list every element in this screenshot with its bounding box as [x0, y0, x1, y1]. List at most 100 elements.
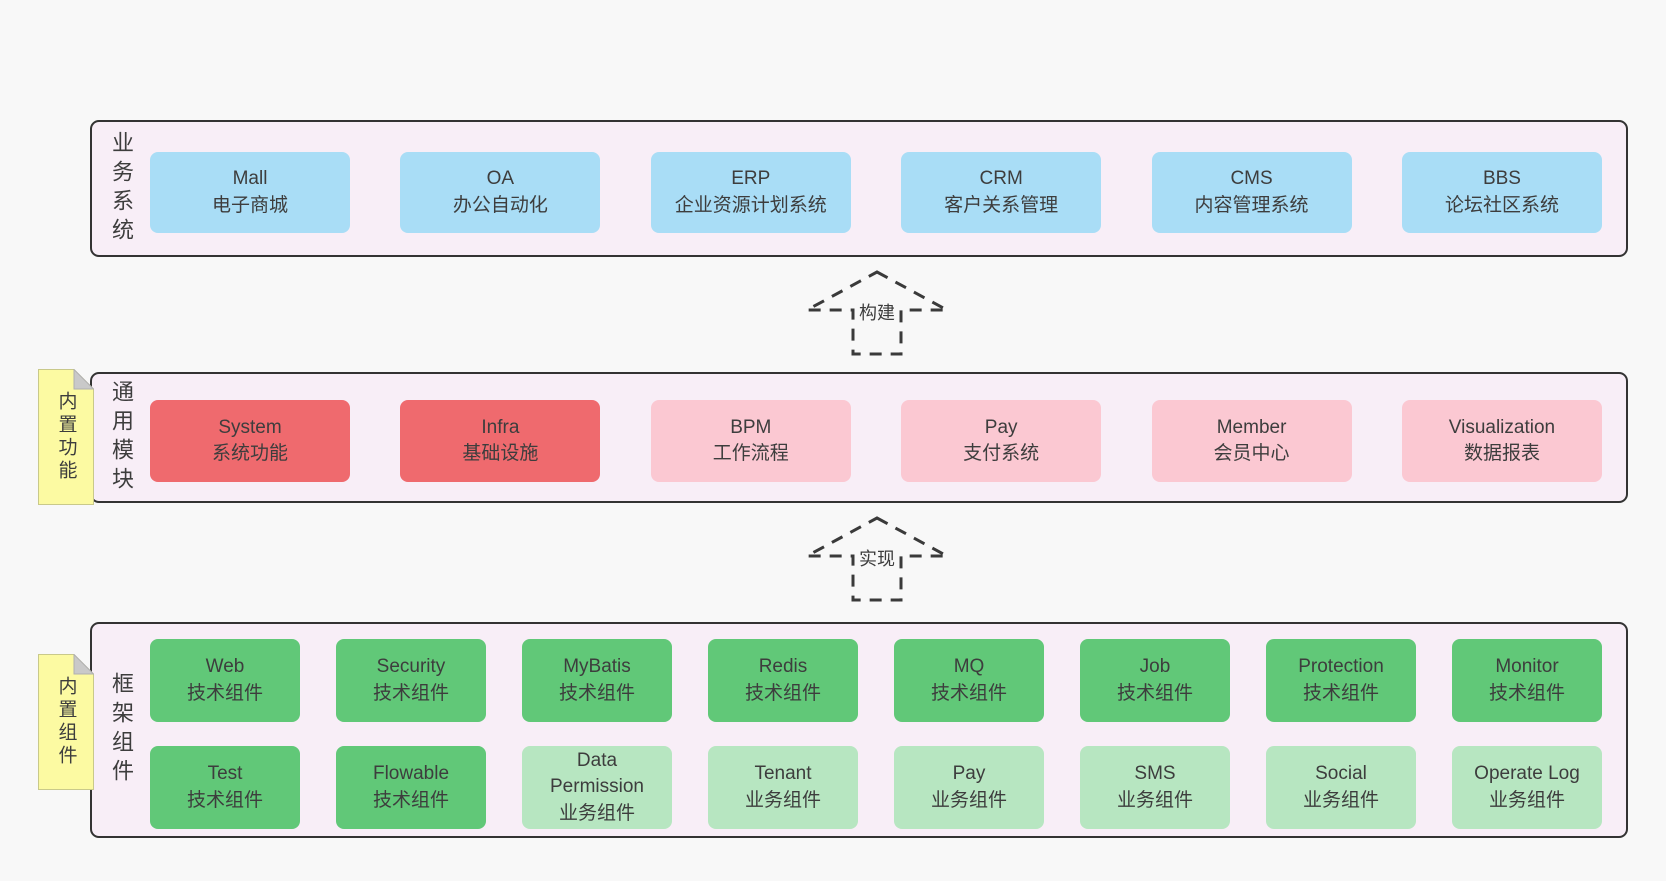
build-arrow-label: 构建: [856, 299, 898, 325]
box-cms: CMS 内容管理系统: [1151, 152, 1352, 233]
box-title: Flowable: [372, 763, 450, 785]
box-subtitle: 数据报表: [1463, 443, 1540, 464]
box-title: Monitor: [1495, 656, 1559, 678]
box-pay-module: Pay 支付系统: [901, 400, 1102, 482]
box-web: Web 技术组件: [150, 639, 300, 722]
note-built-in-components-label: 内置组件: [55, 676, 77, 768]
box-title: OA: [486, 168, 515, 190]
box-subtitle: 业务组件: [1488, 789, 1565, 811]
box-title: Pay: [984, 416, 1018, 438]
box-subtitle: 技术组件: [1302, 682, 1379, 704]
sticky-note-icon: [38, 369, 94, 505]
box-subtitle: 企业资源计划系统: [674, 194, 827, 216]
framework-components-row-2: Test 技术组件 Flowable 技术组件 Data Permission …: [150, 746, 1602, 829]
box-test: Test 技术组件: [150, 746, 300, 829]
box-title: Security: [376, 656, 446, 678]
box-title: Redis: [758, 656, 808, 678]
box-mybatis: MyBatis 技术组件: [522, 639, 672, 722]
box-visualization: Visualization 数据报表: [1401, 400, 1602, 482]
box-title: Member: [1216, 416, 1287, 438]
box-subtitle: 支付系统: [963, 443, 1040, 464]
panel-label-framework-components: 框架组件: [109, 672, 134, 788]
box-subtitle: 系统功能: [211, 443, 288, 464]
build-arrow: 构建: [802, 270, 952, 356]
panel-framework-components: 框架组件 Web 技术组件 Security 技术组件 MyBatis 技术组件…: [90, 622, 1628, 838]
box-crm: CRM 客户关系管理: [901, 152, 1102, 233]
note-built-in-components: 内置组件: [38, 654, 94, 790]
box-title: Social: [1315, 763, 1367, 785]
box-flowable: Flowable 技术组件: [336, 746, 486, 829]
box-subtitle: 业务组件: [1302, 789, 1379, 811]
box-bbs: BBS 论坛社区系统: [1401, 152, 1602, 233]
box-title: CMS: [1230, 168, 1273, 190]
box-subtitle: 技术组件: [372, 789, 449, 811]
box-subtitle: 技术组件: [930, 682, 1007, 704]
box-subtitle: 业务组件: [558, 802, 635, 824]
box-title: Visualization: [1448, 416, 1556, 438]
box-title: BPM: [730, 416, 772, 438]
box-title: ERP: [731, 168, 771, 190]
box-redis: Redis 技术组件: [708, 639, 858, 722]
note-built-in-features-label: 内置功能: [55, 391, 77, 483]
business-systems-row: Mall 电子商城 OA 办公自动化 ERP 企业资源计划系统 CRM 客户关系…: [150, 152, 1602, 233]
note-built-in-features: 内置功能: [38, 369, 94, 505]
box-subtitle: 办公自动化: [452, 194, 548, 216]
box-tenant: Tenant 业务组件: [708, 746, 858, 829]
box-title: Protection: [1298, 656, 1384, 678]
panel-label-common-modules: 通用模块: [109, 379, 134, 496]
box-title: MyBatis: [563, 656, 631, 678]
panel-common-modules: 通用模块 System 系统功能 Infra 基础设施 BPM 工作流程 Pay…: [90, 372, 1628, 503]
box-operate-log: Operate Log 业务组件: [1452, 746, 1602, 829]
box-title: CRM: [979, 168, 1023, 190]
box-subtitle: 会员中心: [1213, 443, 1290, 464]
box-infra: Infra 基础设施: [400, 400, 601, 482]
box-title: Operate Log: [1474, 763, 1580, 785]
box-title: Data Permission: [550, 750, 644, 798]
box-subtitle: 客户关系管理: [944, 194, 1059, 216]
box-subtitle: 技术组件: [744, 682, 821, 704]
panel-business-systems: 业务系统 Mall 电子商城 OA 办公自动化 ERP 企业资源计划系统 CRM…: [90, 120, 1628, 257]
implement-arrow-label: 实现: [856, 545, 898, 571]
box-subtitle: 技术组件: [1116, 682, 1193, 704]
box-title: Infra: [481, 416, 520, 438]
common-modules-row: System 系统功能 Infra 基础设施 BPM 工作流程 Pay 支付系统…: [150, 400, 1602, 482]
box-subtitle: 业务组件: [1116, 789, 1193, 811]
box-title: Test: [207, 763, 243, 785]
box-subtitle: 技术组件: [372, 682, 449, 704]
box-title: Web: [205, 656, 245, 678]
box-subtitle: 业务组件: [744, 789, 821, 811]
box-title: Pay: [952, 763, 986, 785]
box-oa: OA 办公自动化: [400, 152, 601, 233]
box-sms: SMS 业务组件: [1080, 746, 1230, 829]
box-subtitle: 技术组件: [1488, 682, 1565, 704]
box-mall: Mall 电子商城: [150, 152, 350, 233]
box-title: Mall: [232, 168, 268, 190]
box-subtitle: 基础设施: [462, 443, 539, 464]
box-title: Job: [1139, 656, 1171, 678]
box-social: Social 业务组件: [1266, 746, 1416, 829]
framework-components-row-1: Web 技术组件 Security 技术组件 MyBatis 技术组件 Redi…: [150, 639, 1602, 722]
box-subtitle: 电子商城: [211, 194, 288, 216]
box-subtitle: 技术组件: [186, 682, 263, 704]
box-title: SMS: [1134, 763, 1176, 785]
box-protection: Protection 技术组件: [1266, 639, 1416, 722]
box-pay-component: Pay 业务组件: [894, 746, 1044, 829]
box-erp: ERP 企业资源计划系统: [650, 152, 851, 233]
panel-label-business-systems: 业务系统: [109, 130, 134, 247]
box-bpm: BPM 工作流程: [650, 400, 851, 482]
box-title: System: [218, 416, 282, 438]
box-job: Job 技术组件: [1080, 639, 1230, 722]
box-subtitle: 技术组件: [558, 682, 635, 704]
box-subtitle: 业务组件: [930, 789, 1007, 811]
box-title: MQ: [953, 656, 985, 678]
implement-arrow: 实现: [802, 516, 952, 602]
box-subtitle: 内容管理系统: [1194, 194, 1309, 216]
box-monitor: Monitor 技术组件: [1452, 639, 1602, 722]
box-subtitle: 工作流程: [712, 443, 789, 464]
box-title: Tenant: [754, 763, 812, 785]
box-data-permission: Data Permission 业务组件: [522, 746, 672, 829]
box-system: System 系统功能: [150, 400, 350, 482]
sticky-note-icon: [38, 654, 94, 790]
box-security: Security 技术组件: [336, 639, 486, 722]
